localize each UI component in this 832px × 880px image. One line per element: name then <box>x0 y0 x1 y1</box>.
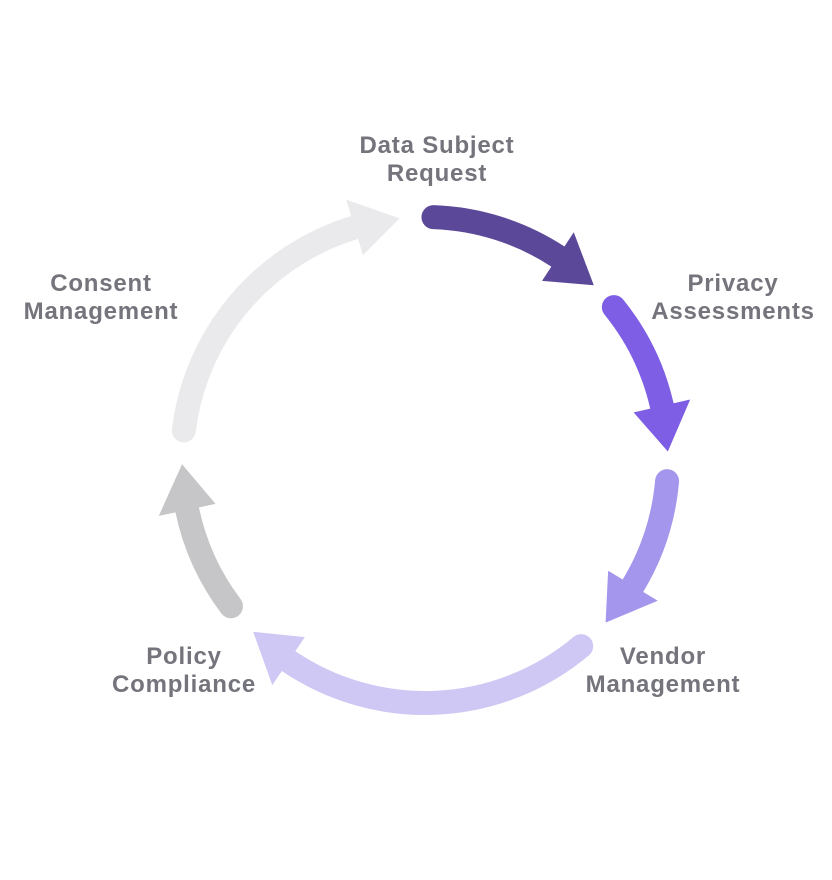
label-consent-management: Consent Management <box>24 270 179 326</box>
label-line: Compliance <box>111 671 257 698</box>
label-line: Assessments <box>651 298 815 325</box>
label-line: Management <box>585 671 741 698</box>
arrow-bottom-right <box>620 469 680 598</box>
label-line: Consent <box>50 270 152 297</box>
label-line: Policy <box>146 643 222 670</box>
arrow-top-left-head <box>346 199 400 256</box>
label-data-subject-request: Data Subject Request <box>360 132 515 188</box>
arrow-bottom-head <box>253 631 305 686</box>
label-line: Request <box>386 160 488 187</box>
arrow-bottom-right-head <box>605 570 658 623</box>
label-privacy-assessments: Privacy Assessments <box>651 270 815 326</box>
arrow-left-head <box>158 464 216 516</box>
arrow-right-head <box>633 399 691 452</box>
arrow-right <box>601 295 674 418</box>
label-line: Management <box>23 298 179 325</box>
label-line: Privacy <box>687 270 779 297</box>
arrow-top-left <box>171 215 367 443</box>
label-policy-compliance: Policy Compliance <box>112 643 256 699</box>
label-line: Vendor <box>619 643 707 670</box>
arrow-bottom <box>276 634 594 715</box>
arrow-left <box>175 497 243 619</box>
label-vendor-management: Vendor Management <box>586 643 741 699</box>
arrow-top-right-head <box>542 232 594 286</box>
label-line: Data Subject <box>359 132 515 159</box>
arrow-top-right <box>421 205 570 269</box>
